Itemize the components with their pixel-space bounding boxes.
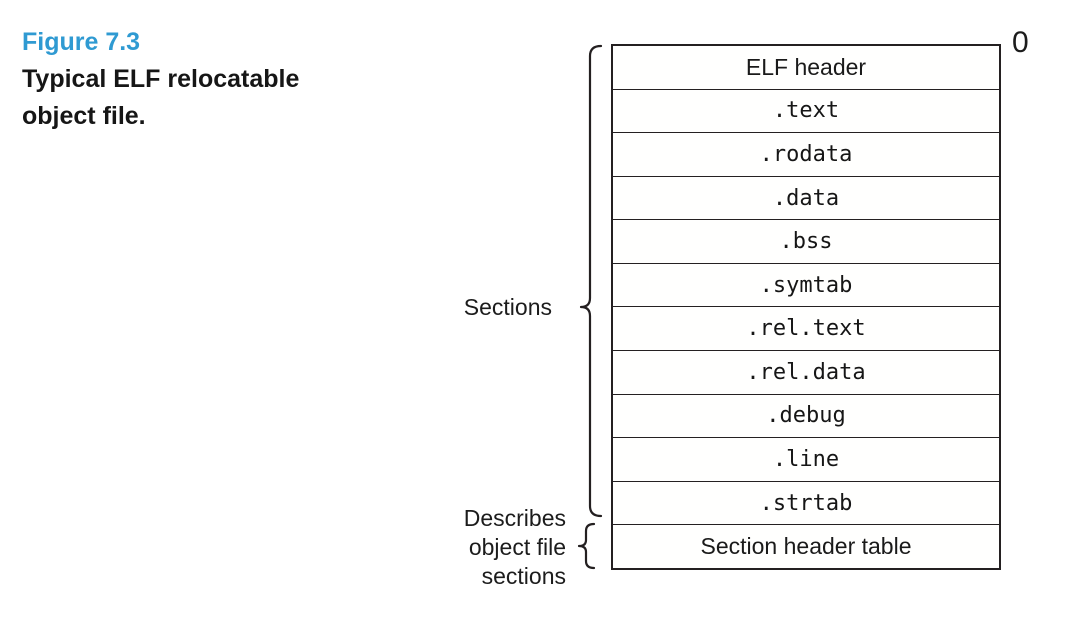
- box-row-rodata: .rodata: [613, 133, 999, 177]
- box-row-debug: .debug: [613, 395, 999, 439]
- box-row-line: .line: [613, 438, 999, 482]
- box-row-rel-text: .rel.text: [613, 307, 999, 352]
- elf-object-file-box: ELF header .text .rodata .data .bss .sym…: [611, 44, 1001, 570]
- box-row-symtab: .symtab: [613, 264, 999, 308]
- box-row-data: .data: [613, 177, 999, 221]
- box-row-text: .text: [613, 90, 999, 134]
- box-row-strtab: .strtab: [613, 482, 999, 526]
- box-row-section-header-table: Section header table: [700, 533, 912, 560]
- sections-brace: [579, 44, 603, 518]
- box-row-bss: .bss: [613, 220, 999, 264]
- offset-zero-label: 0: [1012, 26, 1029, 59]
- brace-graphics: [577, 44, 603, 570]
- box-row-elf-header: ELF header: [613, 46, 999, 90]
- describes-brace: [577, 522, 596, 570]
- figure-title-line-2: object file.: [22, 102, 146, 130]
- box-row-rel-data: .rel.data: [613, 351, 999, 395]
- figure-title-line-1: Typical ELF relocatable: [22, 65, 300, 93]
- figure-number: Figure 7.3: [22, 28, 141, 56]
- figure-caption: Figure 7.3 Typical ELF relocatable objec…: [22, 24, 299, 135]
- sections-annotation: Sections: [463, 294, 552, 320]
- describes-annotation: Describes object file sections: [463, 505, 566, 589]
